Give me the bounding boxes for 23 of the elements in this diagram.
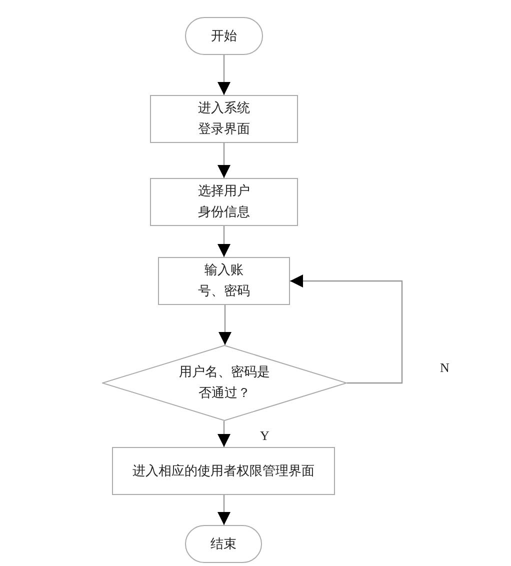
node-text: 进入相应的使用者权限管理界面	[132, 462, 314, 480]
arrow	[218, 495, 230, 525]
edge-label: Y	[260, 429, 270, 442]
edge-label: N	[440, 361, 450, 374]
node-text: 开始	[211, 26, 237, 45]
process-box	[150, 178, 298, 226]
node-text: 用户名、密码是否通过？	[178, 363, 271, 402]
arrow	[218, 143, 230, 178]
arrow	[218, 305, 232, 345]
node-text: 结束	[210, 534, 236, 553]
process-box	[150, 95, 298, 143]
arrow	[290, 274, 403, 384]
arrow	[218, 226, 230, 257]
terminal-shape	[185, 525, 262, 563]
terminal-shape	[185, 17, 263, 55]
node-text: 进入系统登录界面	[197, 99, 251, 138]
arrow	[218, 55, 230, 95]
process-box	[112, 447, 335, 495]
decision-diamond	[102, 345, 347, 421]
arrow	[218, 421, 230, 447]
node-text: 选择用户身份信息	[197, 182, 251, 221]
node-text: 输入账号、密码	[196, 261, 251, 300]
process-box	[158, 257, 290, 305]
